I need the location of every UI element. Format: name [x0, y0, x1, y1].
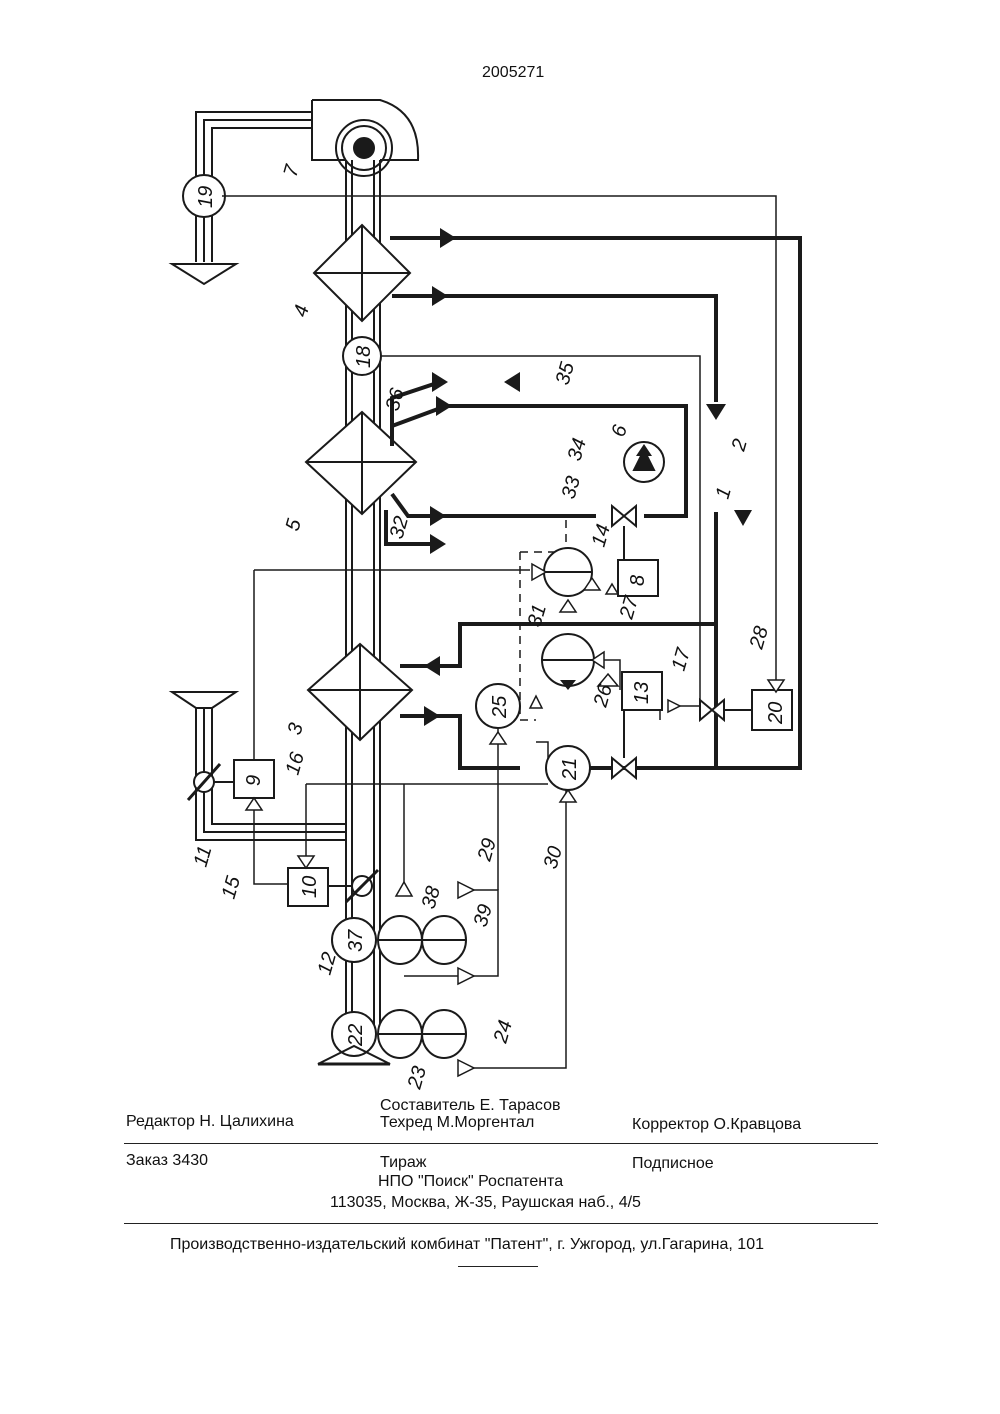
label-29: 29 — [473, 836, 501, 864]
label-39: 39 — [470, 902, 497, 929]
label-24: 24 — [489, 1018, 517, 1046]
label-9: 9 — [243, 775, 265, 786]
divider-top — [124, 1143, 878, 1144]
subscription: Подписное — [632, 1155, 714, 1173]
label-5: 5 — [282, 516, 306, 534]
label-38: 38 — [418, 884, 445, 911]
label-21: 21 — [559, 758, 581, 781]
publisher-address: 113035, Москва, Ж-35, Раушская наб., 4/5 — [330, 1194, 641, 1212]
label-10: 10 — [299, 876, 321, 898]
label-28: 28 — [745, 624, 773, 652]
divider-bottom — [124, 1223, 878, 1224]
valves — [612, 506, 752, 778]
schematic-diagram: 1 2 3 4 5 6 7 8 9 10 11 12 13 14 15 16 1… — [0, 0, 1000, 1100]
reference-numerals: 1 2 3 4 5 6 7 8 9 10 11 12 13 14 15 16 1… — [190, 162, 787, 1093]
label-15: 15 — [218, 873, 246, 901]
label-20: 20 — [765, 702, 787, 725]
label-6: 6 — [608, 422, 632, 440]
heat-exchanger-5 — [306, 412, 416, 514]
label-3: 3 — [284, 721, 308, 738]
label-37: 37 — [345, 929, 367, 952]
label-17: 17 — [668, 645, 696, 673]
label-14: 14 — [588, 522, 615, 549]
editor: Редактор Н. Цалихина — [126, 1113, 294, 1131]
label-1: 1 — [712, 485, 736, 502]
compiler: Составитель Е. Тарасов — [380, 1097, 560, 1115]
circulation: Тираж — [380, 1154, 427, 1172]
label-34: 34 — [564, 436, 591, 463]
label-35: 35 — [552, 359, 580, 387]
corrector: Корректор О.Кравцова — [632, 1116, 801, 1134]
label-19: 19 — [195, 186, 217, 208]
label-11: 11 — [190, 843, 217, 869]
order-number: Заказ 3430 — [126, 1152, 208, 1170]
label-7: 7 — [280, 162, 304, 180]
label-22: 22 — [345, 1024, 367, 1047]
printer: Производственно-издательский комбинат "П… — [170, 1236, 764, 1254]
label-23: 23 — [403, 1064, 431, 1092]
label-36: 36 — [382, 385, 410, 413]
label-2: 2 — [727, 437, 751, 455]
label-4: 4 — [290, 303, 314, 320]
fan-7 — [312, 100, 418, 176]
short-rule — [458, 1266, 538, 1267]
heat-exchanger-3 — [308, 644, 412, 740]
label-25: 25 — [489, 695, 511, 719]
label-27: 27 — [615, 593, 643, 622]
publisher: НПО "Поиск" Роспатента — [378, 1173, 563, 1191]
label-30: 30 — [540, 844, 567, 871]
label-16: 16 — [282, 749, 310, 777]
label-32: 32 — [386, 514, 413, 541]
label-33: 33 — [558, 474, 585, 501]
transducers-38-39-23-24 — [378, 916, 466, 1058]
signal-lines — [222, 196, 776, 1068]
label-13: 13 — [631, 682, 653, 704]
exhaust-duct — [172, 112, 312, 284]
label-18: 18 — [353, 346, 375, 368]
techred: Техред М.Моргентал — [380, 1114, 534, 1132]
signal-arrows — [246, 564, 784, 1076]
label-8: 8 — [627, 575, 649, 586]
